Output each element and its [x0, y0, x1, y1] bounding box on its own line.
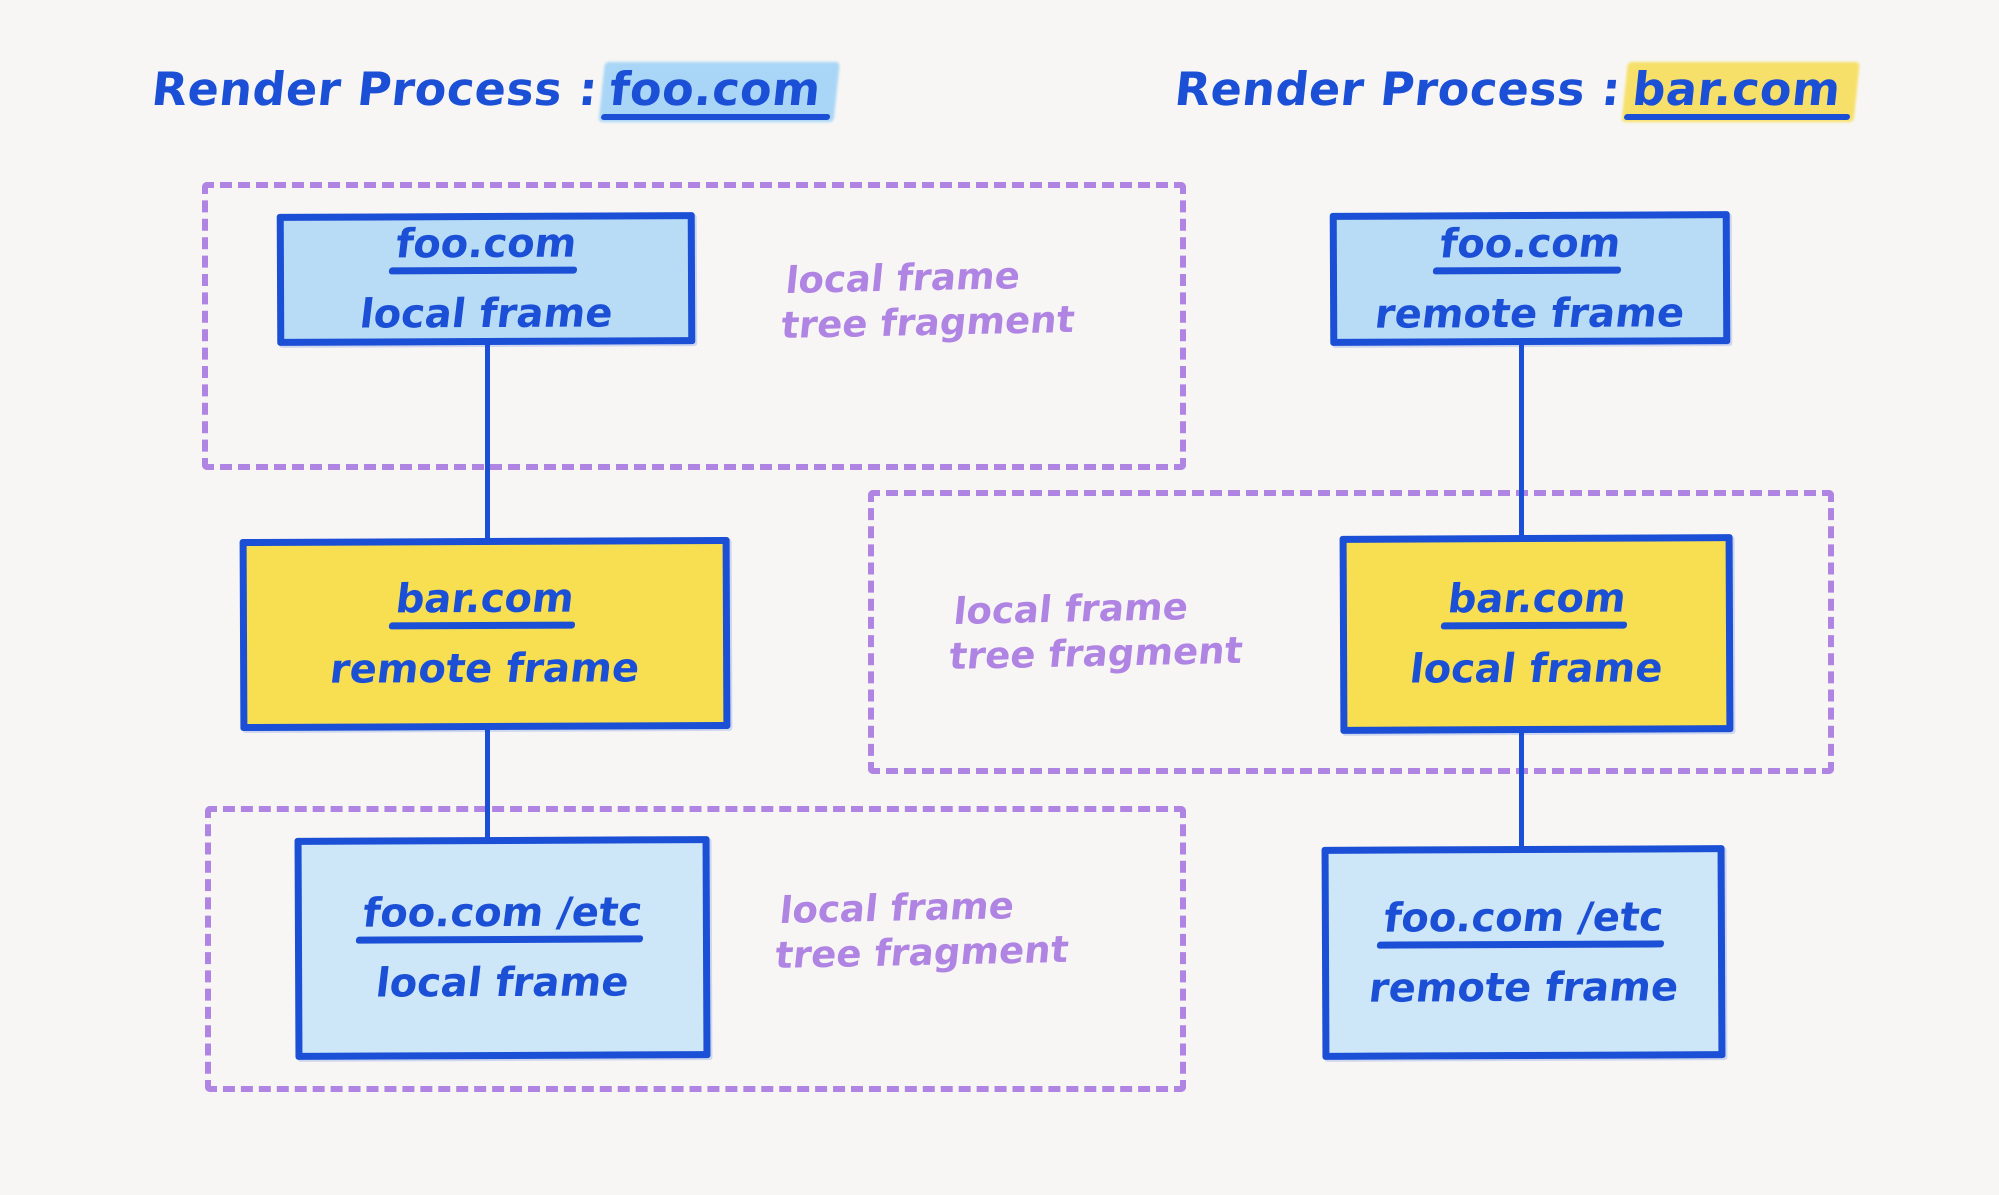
- render-process-title-bar: Render Process :bar.com: [1172, 60, 1854, 118]
- annotation-left-top: local frame tree fragment: [779, 254, 1077, 348]
- frame-kind: local frame: [1407, 645, 1666, 693]
- frame-kind: remote frame: [1366, 963, 1681, 1012]
- frame-kind: local frame: [357, 290, 616, 338]
- frame-box-right-foo-etc[interactable]: foo.com /etc remote frame: [1321, 845, 1726, 1060]
- frame-kind: remote frame: [1372, 289, 1688, 338]
- frame-url: foo.com /etc: [360, 889, 645, 937]
- fragment-region-left-top: [202, 182, 1186, 470]
- render-process-label-left: Render Process :: [149, 62, 601, 116]
- fragment-region-right-middle: [868, 490, 1834, 774]
- frame-kind: remote frame: [327, 645, 643, 693]
- frame-kind: local frame: [373, 959, 632, 1007]
- render-process-label-right: Render Process :: [1172, 62, 1624, 116]
- render-process-origin-bar: bar.com: [1624, 60, 1854, 118]
- frame-box-right-bar[interactable]: bar.com local frame: [1339, 534, 1734, 734]
- frame-box-left-foo[interactable]: foo.com local frame: [276, 212, 696, 346]
- connector-left-foo-to-bar: [485, 337, 490, 542]
- fragment-region-left-bottom: [205, 806, 1186, 1092]
- annotation-left-bottom: local frame tree fragment: [773, 884, 1071, 978]
- frame-url: foo.com /etc: [1381, 893, 1666, 942]
- annotation-right-middle: local frame tree fragment: [947, 585, 1245, 679]
- frame-url: foo.com: [393, 220, 580, 268]
- frame-box-left-foo-etc[interactable]: foo.com /etc local frame: [294, 836, 711, 1060]
- frame-box-left-bar[interactable]: bar.com remote frame: [239, 536, 731, 732]
- connector-right-foo-to-bar: [1519, 345, 1524, 535]
- connector-left-bar-to-etc: [485, 729, 490, 839]
- frame-url: bar.com: [393, 575, 577, 623]
- render-process-origin-foo: foo.com: [601, 60, 834, 118]
- connector-right-bar-to-etc: [1519, 733, 1524, 848]
- frame-box-right-foo[interactable]: foo.com remote frame: [1329, 211, 1731, 346]
- render-process-title-foo: Render Process :foo.com: [149, 60, 834, 118]
- frame-url: foo.com: [1437, 220, 1624, 267]
- frame-url: bar.com: [1445, 575, 1629, 623]
